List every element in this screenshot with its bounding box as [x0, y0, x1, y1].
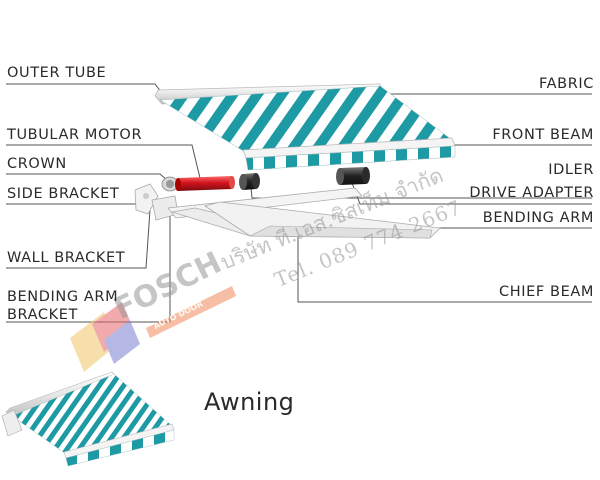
idler	[239, 173, 260, 190]
leader-crown	[6, 173, 169, 182]
small-awning-valance	[65, 429, 175, 467]
label-drive-adapter: DRIVE ADAPTER	[469, 185, 594, 201]
label-bending-arm-bracket-line2: BRACKET	[7, 307, 78, 323]
bending-arm	[171, 201, 441, 239]
tubular-motor	[175, 176, 235, 191]
small-awning-bracket	[1, 409, 23, 437]
crown	[161, 176, 179, 192]
label-fabric: FABRIC	[539, 76, 594, 92]
watermark-logo	[70, 286, 236, 372]
awning-small	[1, 371, 175, 467]
leader-wall-bracket	[6, 209, 151, 269]
awning-main	[134, 83, 456, 239]
caption-awning: Awning	[204, 388, 295, 416]
logo-sub-banner	[146, 286, 236, 338]
label-crown: CROWN	[7, 156, 67, 172]
leader-tubular-motor	[6, 144, 201, 179]
logo-shape-blue	[104, 320, 140, 364]
label-tubular-motor: TUBULAR MOTOR	[7, 127, 143, 143]
label-bending-arm: BENDING ARM	[482, 210, 594, 226]
label-outer-tube: OUTER TUBE	[7, 65, 107, 81]
label-front-beam: FRONT BEAM	[492, 127, 594, 143]
drive-adapter	[336, 167, 370, 185]
leader-outer-tube	[6, 83, 166, 98]
logo-shape-red	[92, 302, 134, 352]
leader-chief-beam	[297, 216, 592, 303]
label-wall-bracket: WALL BRACKET	[7, 250, 126, 266]
label-idler: IDLER	[548, 162, 594, 178]
valance	[245, 145, 456, 171]
label-bending-arm-bracket-line1: BENDING ARM	[7, 289, 119, 305]
label-side-bracket: SIDE BRACKET	[7, 186, 120, 202]
label-chief-beam: CHIEF BEAM	[499, 284, 594, 300]
